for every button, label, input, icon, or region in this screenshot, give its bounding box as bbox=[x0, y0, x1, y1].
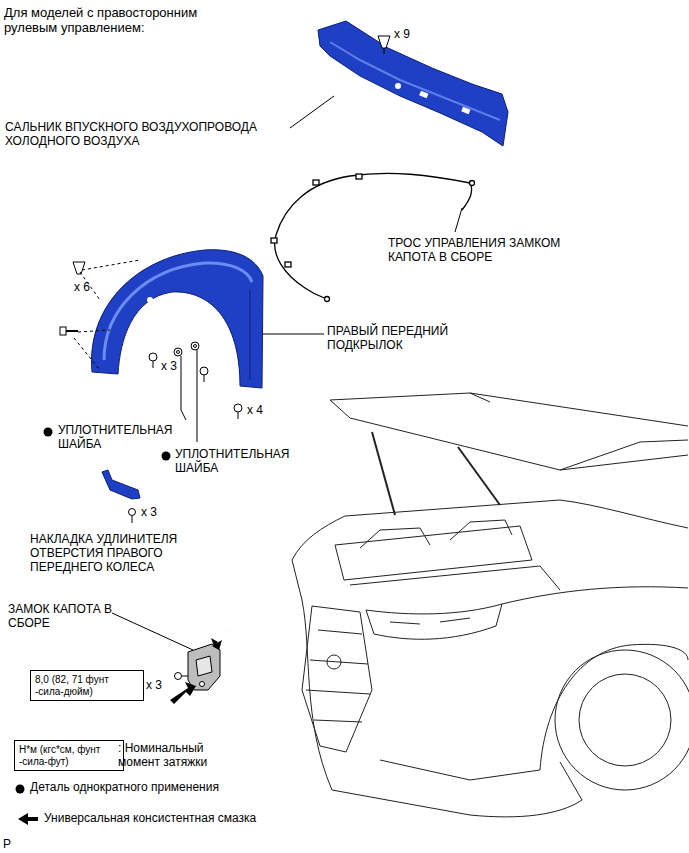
legend-text: : Номинальный момент затяжки bbox=[118, 742, 230, 770]
legend-arrow bbox=[18, 813, 38, 825]
legend-dot bbox=[16, 785, 25, 794]
part-name: НАКЛАДКА УДЛИНИТЕЛЯ ОТВЕРСТИЯ ПРАВОГО ПЕ… bbox=[30, 533, 198, 574]
page-mark: P bbox=[3, 838, 23, 852]
leader-line bbox=[455, 208, 462, 232]
leader-line bbox=[197, 350, 198, 442]
torque-text: 8,0 (82, 71 фунт -сила-дюйм) bbox=[35, 674, 139, 697]
leader-line bbox=[112, 613, 193, 650]
hood-lock bbox=[188, 644, 220, 690]
screw-icons bbox=[149, 342, 242, 419]
part-name: ПРАВЫЙ ПЕРЕДНИЙ ПОДКРЫЛОК bbox=[327, 325, 472, 353]
part-name: ТРОС УПРАВЛЕНИЯ ЗАМКОМ КАПОТА В СБОРЕ bbox=[388, 237, 593, 265]
part-name: УПЛОТНИТЕЛЬНАЯ ШАЙБА bbox=[58, 424, 180, 452]
torque-text: Н*м (кгс*см, фунт -сила-фут) bbox=[19, 744, 119, 767]
quantity-label: x 6 bbox=[74, 281, 114, 295]
clip-icon bbox=[378, 36, 390, 54]
grease-arrow bbox=[170, 628, 232, 704]
torque-box: 8,0 (82, 71 фунт -сила-дюйм) bbox=[30, 670, 144, 701]
legend-text: Деталь однократного применения bbox=[30, 781, 290, 795]
bolt-icon bbox=[60, 327, 78, 335]
car-drawing bbox=[292, 393, 689, 817]
part-name: УПЛОТНИТЕЛЬНАЯ ШАЙБА bbox=[175, 448, 297, 476]
extension-pad bbox=[102, 470, 140, 523]
quantity-label: x 9 bbox=[394, 28, 434, 42]
leader-line bbox=[263, 334, 324, 335]
leader-line bbox=[181, 356, 186, 420]
quantity-label: x 3 bbox=[141, 506, 181, 520]
legend-torque-box: Н*м (кгс*см, фунт -сила-фут) bbox=[14, 740, 124, 771]
heading: Для моделей с правосторонним рулевым упр… bbox=[4, 6, 219, 36]
quantity-label: x 3 bbox=[161, 360, 201, 374]
part-name: САЛЬНИК ВПУСКНОГО ВОЗДУХОПРОВОДА ХОЛОДНО… bbox=[5, 121, 290, 149]
dashed-lines bbox=[74, 260, 140, 370]
legend-text: Универсальная консистентная смазка bbox=[44, 812, 294, 826]
leader-line bbox=[290, 96, 334, 128]
quantity-label: x 4 bbox=[247, 404, 287, 418]
clip-icon bbox=[73, 262, 85, 274]
one-time-dot bbox=[162, 452, 171, 461]
one-time-dot bbox=[44, 428, 53, 437]
screw-icon bbox=[175, 673, 189, 680]
fender-liner bbox=[92, 250, 263, 388]
part-name: ЗАМОК КАПОТА В СБОРЕ bbox=[8, 603, 118, 631]
intake-seal bbox=[318, 21, 508, 146]
quantity-label: x 3 bbox=[146, 679, 176, 693]
